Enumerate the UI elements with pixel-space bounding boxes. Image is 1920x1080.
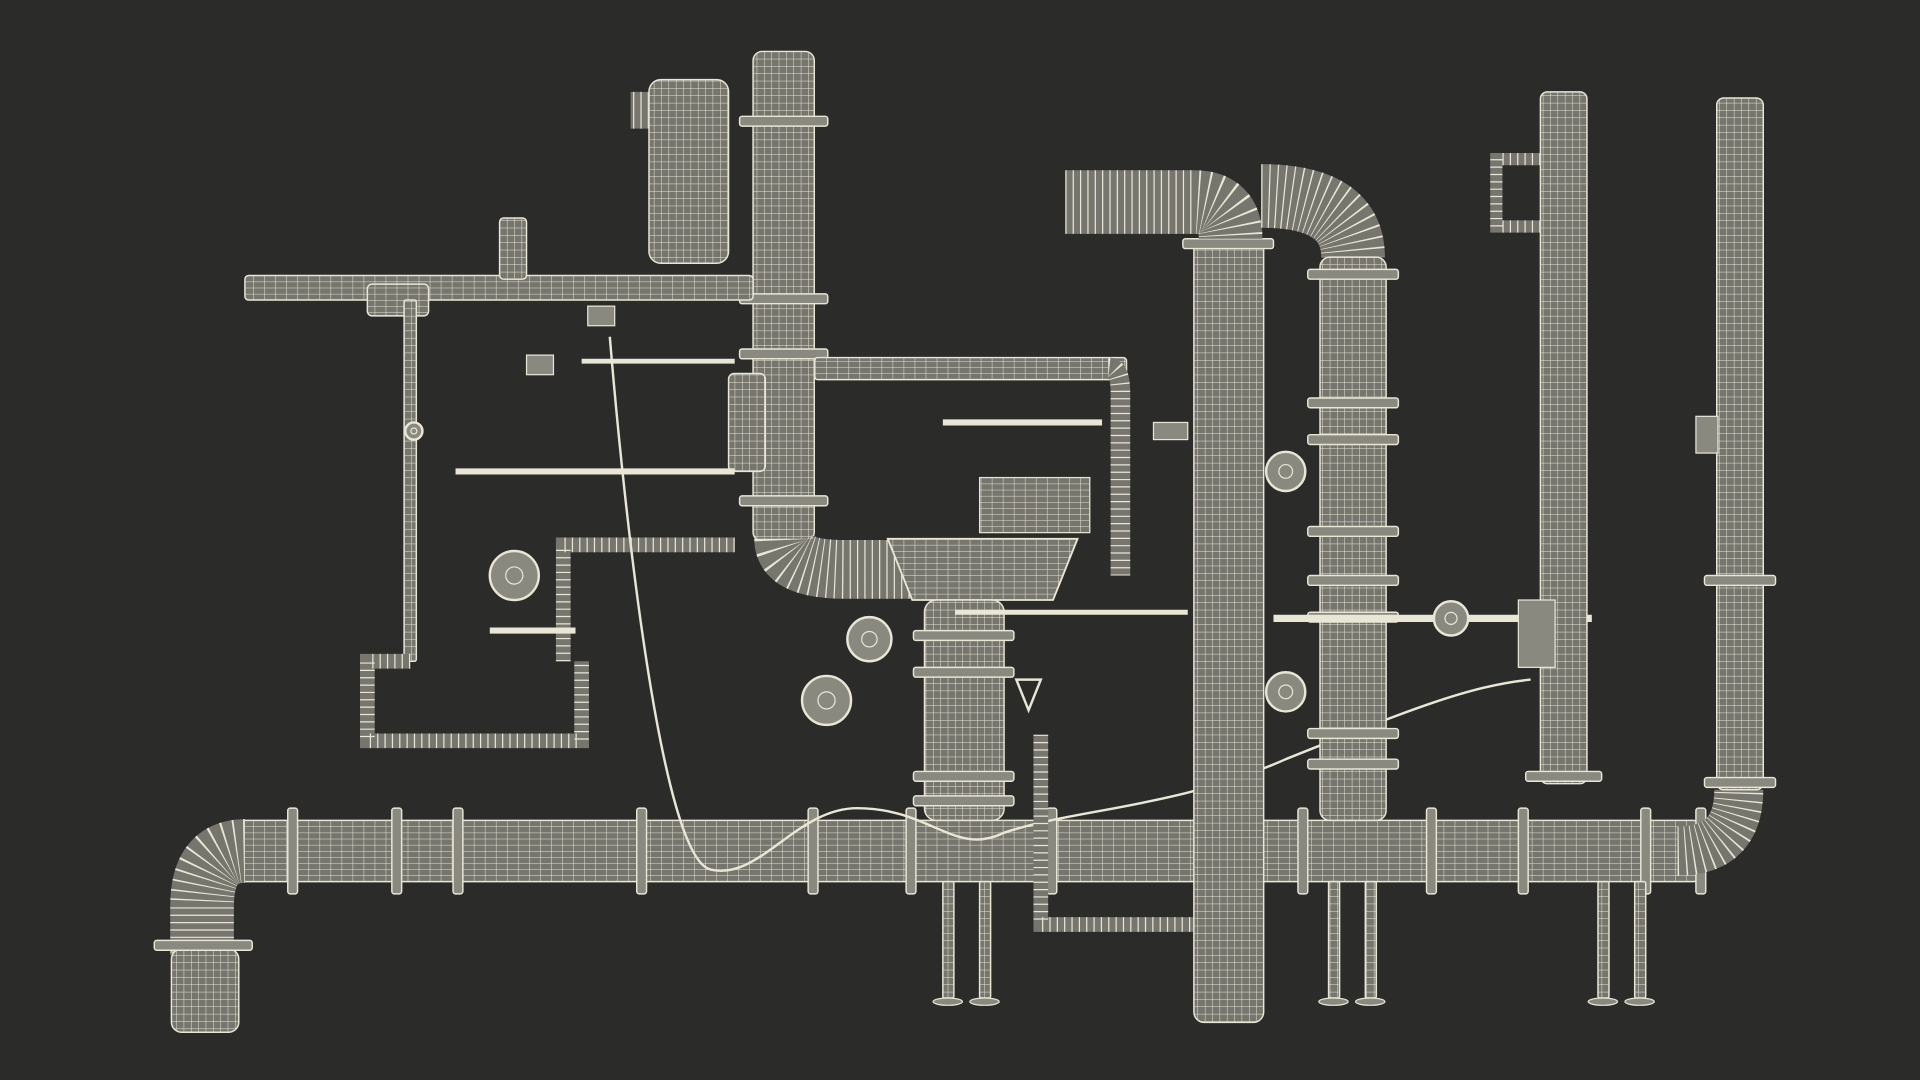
pipe-e-flange [1703, 574, 1777, 587]
pipe-d-loop-body [1490, 153, 1541, 233]
support-foot-5 [1624, 997, 1655, 1006]
main-left-flange [153, 939, 253, 951]
support-foot-1 [969, 997, 1000, 1006]
pipe-a-flange-2 [738, 348, 829, 360]
main-pipe-flange-1 [391, 807, 403, 895]
mid-horizontal-pipe [813, 356, 1128, 381]
pressure-gauge-center [846, 615, 893, 663]
gauge-branch-pipe-body [555, 537, 735, 662]
main-left-down-pipe [170, 948, 240, 1033]
valve-flange-2 [912, 770, 1015, 782]
vertical-pipe-b [1193, 238, 1265, 1024]
main-left-elbow-body [170, 819, 247, 956]
support-leg-3 [1364, 880, 1378, 999]
support-foot-0 [932, 997, 964, 1006]
pipe-a-flange-0 [738, 115, 829, 127]
main-right-elbow-body [1676, 788, 1764, 876]
pressure-gauge-right-dial [1444, 611, 1458, 625]
valve-handwheel-lower [1264, 671, 1307, 713]
main-pipe-flange-8 [1425, 807, 1438, 895]
pipe-c-flange-1 [1307, 397, 1400, 409]
valve-body [923, 599, 1005, 822]
switch-box-1 [587, 305, 616, 327]
valve-handwheel-upper-dial [1278, 463, 1294, 479]
top-elbow-b [1065, 170, 1263, 241]
pipe-c-flange-0 [1307, 268, 1400, 280]
gauge-branch-pipe [555, 537, 735, 662]
pressure-gauge-left [488, 549, 540, 602]
pipe-c-flange-3 [1307, 525, 1400, 538]
drain-funnel [1014, 678, 1043, 714]
left-vertical-thin-pipe [403, 299, 418, 662]
main-pipe-flange-0 [287, 807, 299, 895]
pipe-c-flange-2 [1307, 433, 1400, 446]
valve-handwheel-upper [1264, 450, 1307, 493]
valve-flange-3 [912, 795, 1015, 807]
top-valve-stem [498, 217, 528, 280]
pipe-e-bottom-flange [1703, 776, 1777, 789]
left-small-valve [404, 421, 424, 441]
pressure-gauge-left-dial [505, 566, 524, 585]
main-pipe-flange-3 [636, 807, 648, 895]
diaphragm-valve-top [886, 537, 1079, 601]
vertical-pipe-e [1716, 97, 1764, 791]
main-pipe-flange-2 [452, 807, 464, 895]
support-foot-3 [1354, 997, 1386, 1006]
left-loop-pipe [360, 653, 589, 749]
valve-flange-1 [912, 666, 1015, 678]
tee-fitting [366, 283, 430, 317]
main-pipe-flange-9 [1517, 807, 1529, 895]
left-small-valve-dial [410, 427, 418, 435]
top-elbow-c-body [1260, 164, 1385, 260]
support-foot-4 [1587, 997, 1619, 1006]
main-pipe-flange-5 [905, 807, 917, 895]
support-leg-2 [1327, 880, 1341, 999]
main-pipe-flange-7 [1297, 807, 1309, 895]
switch-box-3 [1152, 421, 1189, 441]
pipe-a-flange-3 [738, 495, 829, 507]
pipe-a-elbow [754, 532, 931, 599]
pipe-e-bracket [1695, 415, 1719, 454]
pressure-gauge-right [1432, 600, 1470, 637]
left-loop-pipe-body [360, 653, 589, 749]
pipe-d-valve [1517, 599, 1556, 668]
pipe-d-loop [1490, 153, 1541, 233]
valve-handwheel-lower-dial [1278, 684, 1294, 700]
pipe-c-flange-7 [1307, 758, 1400, 770]
support-leg-1 [978, 880, 992, 999]
drain-pipe-body [1033, 734, 1194, 932]
pipe-a-reducer [727, 372, 767, 473]
top-left-horizontal-pipe [244, 274, 754, 301]
support-leg-0 [942, 880, 955, 999]
pressure-gauge-lower-dial [817, 691, 836, 710]
pressure-gauge-lower [800, 674, 853, 727]
switch-box-2 [525, 354, 555, 376]
main-pipe-flange-4 [807, 807, 819, 895]
pipe-d-bottom-flange [1524, 770, 1603, 782]
support-foot-2 [1318, 997, 1349, 1006]
vertical-pipe-d [1539, 91, 1588, 785]
valve-actuator-box [978, 476, 1091, 534]
support-leg-5 [1633, 880, 1647, 999]
tank-cylinder [648, 78, 730, 264]
pipe-c-flange-6 [1307, 727, 1400, 740]
pipe-c-flange-4 [1307, 574, 1400, 587]
support-leg-4 [1597, 880, 1610, 999]
pressure-gauge-center-dial [861, 630, 878, 648]
pipe-b-flange [1182, 238, 1275, 250]
valve-flange-0 [912, 629, 1015, 642]
mid-right-down-pipe [1106, 357, 1131, 576]
